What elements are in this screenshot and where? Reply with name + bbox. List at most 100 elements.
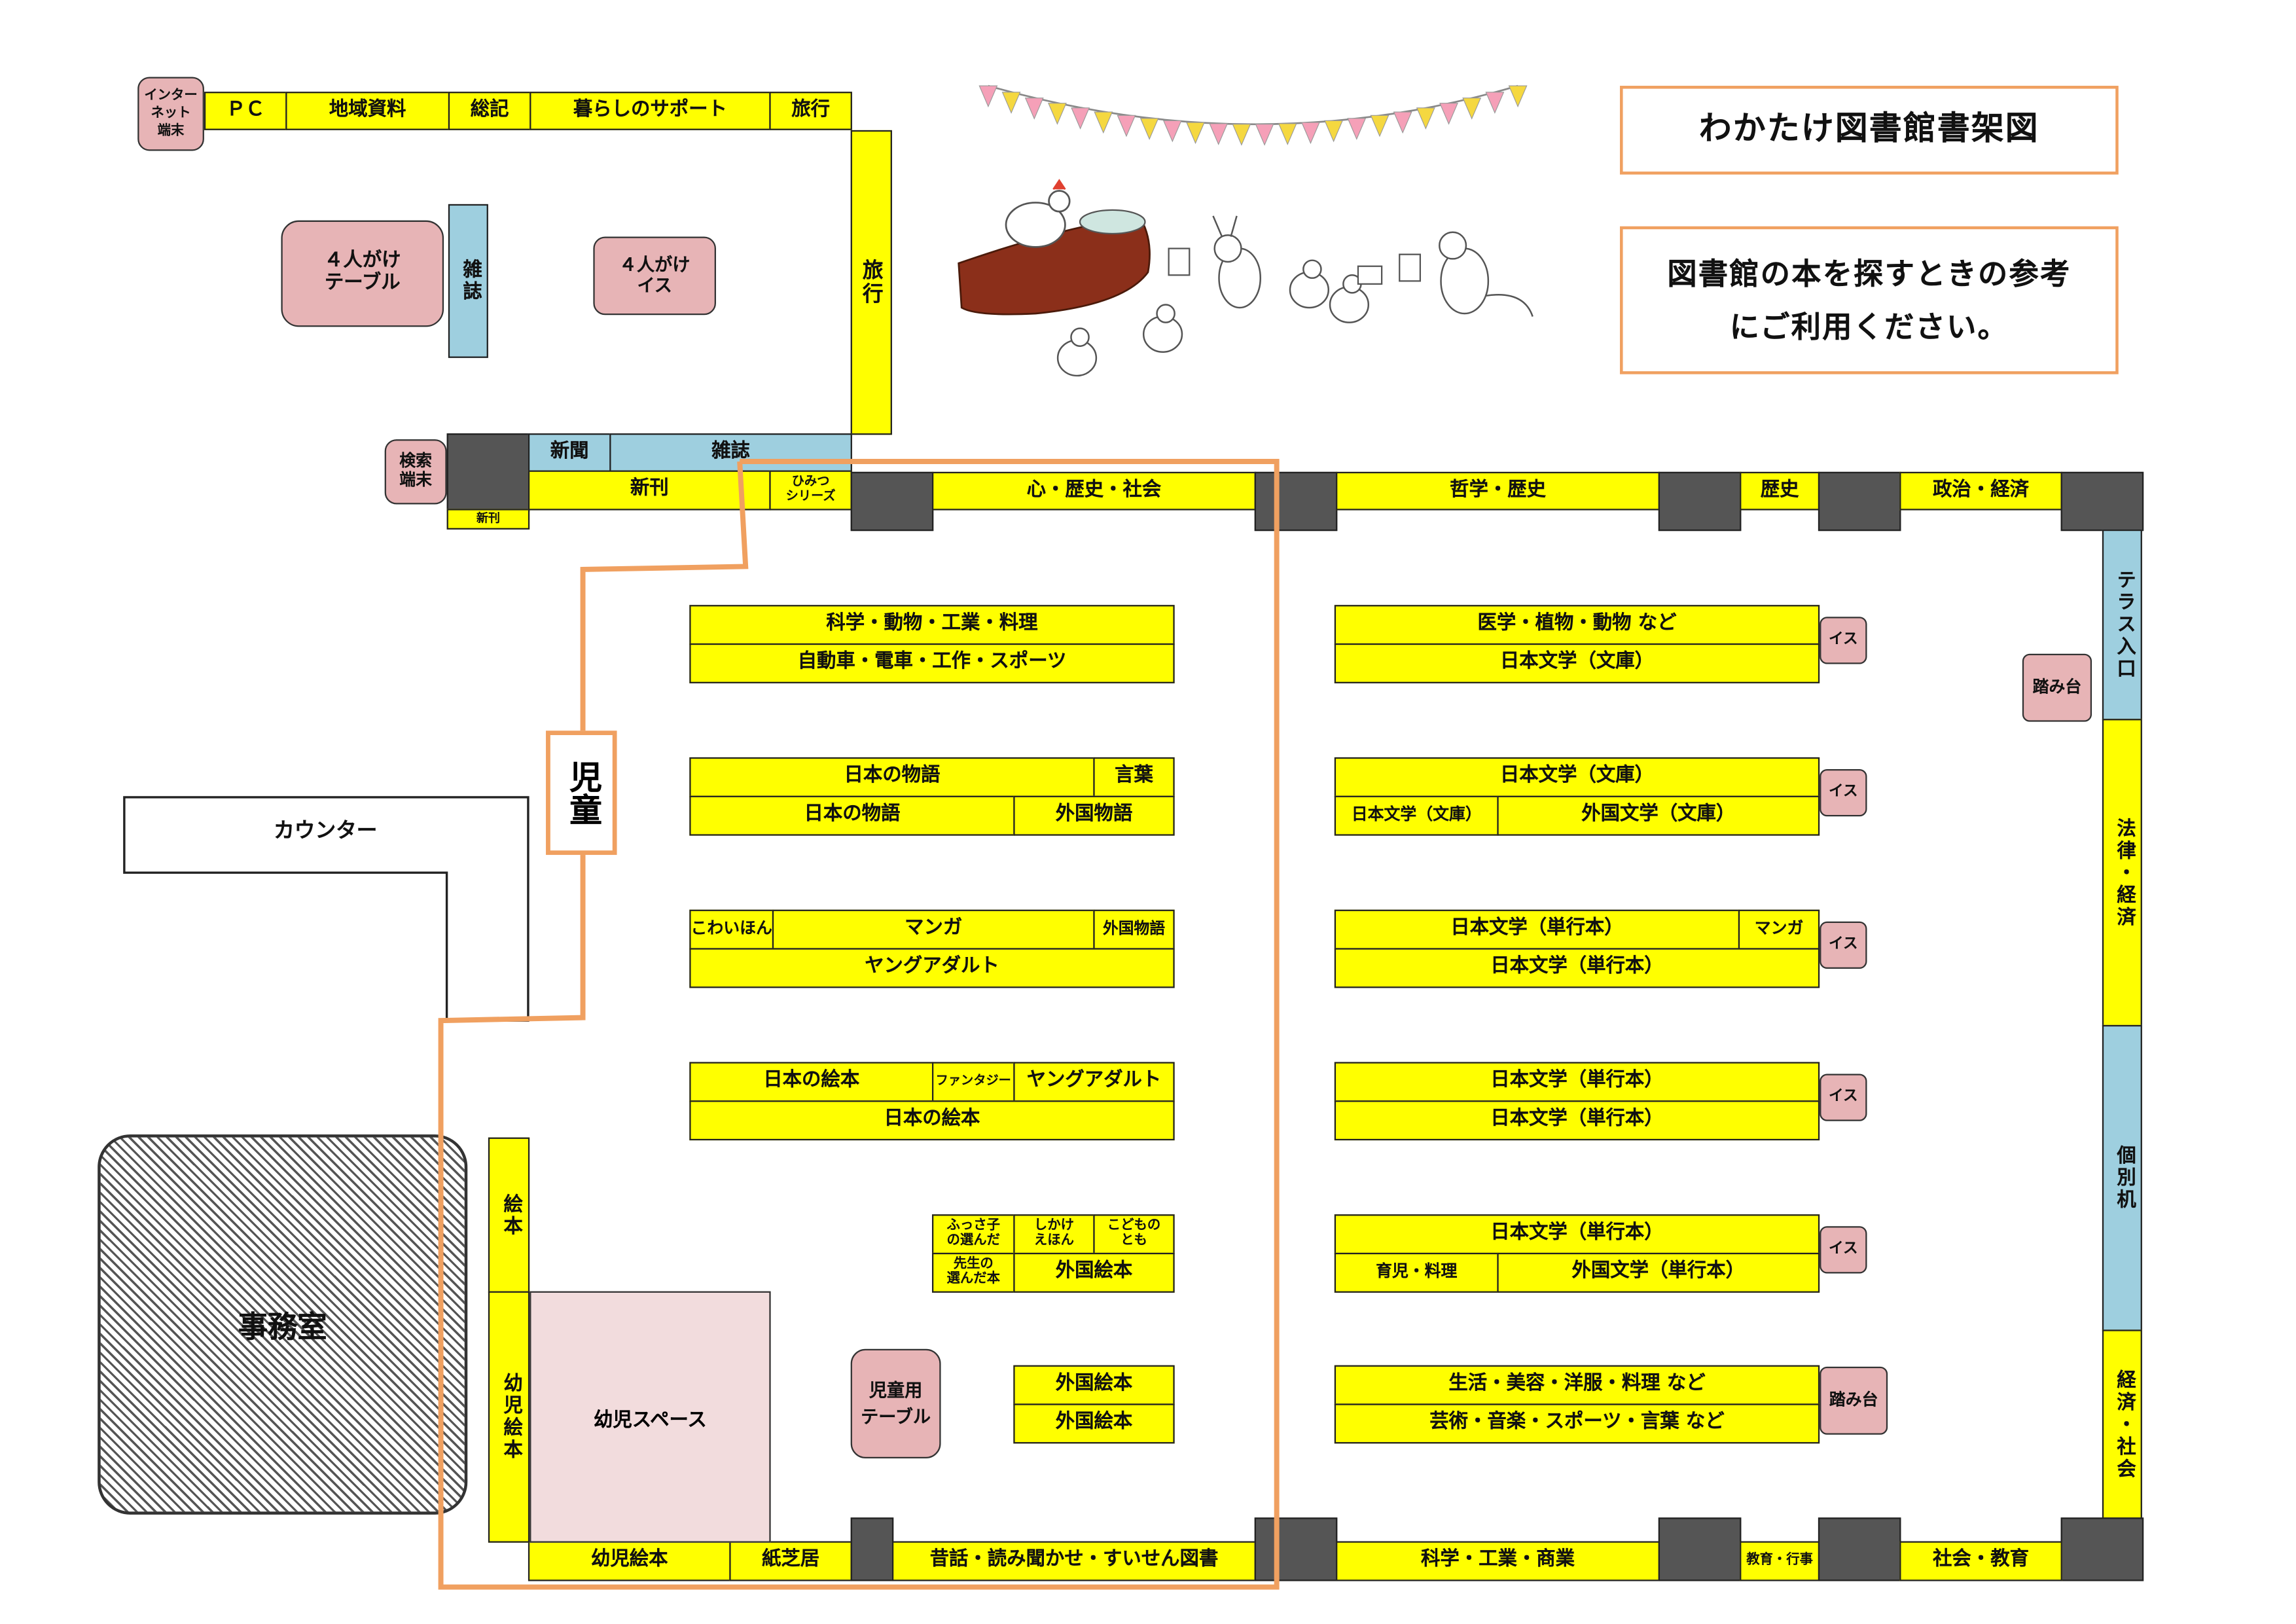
shelf-foreign-picture-3: 外国絵本	[1013, 1403, 1175, 1444]
bunting-flag	[1416, 107, 1435, 130]
shelf-foreign-picture: 外国絵本	[1013, 1252, 1175, 1293]
map-subtitle: 図書館の本を探すときの参考にご利用ください。	[1620, 226, 2119, 374]
chair-4[interactable]: ４人がけ イス	[593, 236, 716, 316]
office-label: 事務室	[238, 1308, 327, 1344]
shelf-cars-sports: 自動車・電車・工作・スポーツ	[689, 643, 1175, 683]
step-stool-right[interactable]: 踏み台	[2022, 653, 2092, 722]
shelf-jp-lit-bunko-3: 日本文学（文庫）	[1334, 795, 1499, 836]
shelf-parenting-cooking: 育児・料理	[1334, 1252, 1499, 1293]
shelf-arts-music: 芸術・音楽・スポーツ・言葉 など	[1334, 1403, 1820, 1444]
shelf-living: 暮らしのサポート	[529, 92, 771, 130]
pillar	[850, 1517, 894, 1581]
shelf-law: 法律・経済	[2102, 719, 2142, 1027]
bunting-flag	[1071, 107, 1090, 130]
chair-3[interactable]: イス	[1820, 921, 1867, 969]
shelf-lifestyle: 生活・美容・洋服・料理 など	[1334, 1365, 1820, 1405]
shelf-infant-books: 幼児絵本	[488, 1291, 530, 1543]
shelf-foreign-lit-bunko: 外国文学（文庫）	[1497, 795, 1820, 836]
shelf-folk-tales: 昔話・読み聞かせ・すいせん図書	[891, 1541, 1256, 1581]
bunting-flag	[1508, 85, 1528, 108]
bunting-flag	[978, 85, 998, 108]
kids-table[interactable]: 児童用 テーブル	[850, 1348, 941, 1458]
chicken-icon	[1005, 179, 1071, 248]
shelf-manga-adult: マンガ	[1738, 909, 1820, 950]
fox-icon	[1439, 231, 1534, 317]
map-title: わかたけ図書館書架図	[1620, 86, 2119, 175]
shelf-jp-lit-tanko-3: 日本文学（単行本）	[1334, 1062, 1820, 1102]
chair-1[interactable]: イス	[1820, 617, 1867, 664]
bunting-flag	[1347, 118, 1367, 140]
shelf-jp-lit-bunko: 日本文学（文庫）	[1334, 643, 1820, 683]
shelf-mind-history: 心・歴史・社会	[931, 471, 1256, 511]
shelf-education-events: 教育・行事	[1740, 1541, 1820, 1581]
bunting-flag	[1139, 118, 1159, 140]
pillar	[1658, 471, 1742, 532]
pillar	[1254, 1517, 1338, 1581]
step-stool-bottom[interactable]: 踏み台	[1820, 1366, 1888, 1435]
chair-2[interactable]: イス	[1820, 768, 1867, 817]
counter-label: カウンター	[274, 819, 378, 843]
search-terminal[interactable]: 検索 端末	[384, 439, 447, 505]
bunting-icon	[978, 85, 1528, 146]
shelf-fantasy: ファンタジー	[931, 1062, 1015, 1102]
bunting-flag	[1001, 92, 1021, 114]
private-desks[interactable]: 個別机	[2102, 1024, 2142, 1331]
bunting-flag	[1301, 122, 1320, 145]
chair-4[interactable]: イス	[1820, 1074, 1867, 1121]
pillar	[1818, 471, 1901, 532]
bunting-flag	[1048, 103, 1067, 125]
bunting-flag	[1278, 123, 1297, 145]
pillar	[2060, 471, 2144, 532]
table-4[interactable]: ４人がけ テーブル	[281, 220, 444, 327]
bunting-flag	[1393, 111, 1412, 134]
bunting-flag	[1324, 120, 1344, 143]
chair-5[interactable]: イス	[1820, 1226, 1867, 1274]
shelf-history: 歴史	[1740, 471, 1820, 511]
shelf-jp-stories: 日本の物語	[689, 757, 1095, 797]
shelf-foreign-stories: 外国物語	[1013, 795, 1175, 836]
shelf-philosophy: 哲学・歴史	[1336, 471, 1660, 511]
office: 事務室	[98, 1134, 468, 1515]
infant-space: 幼児スペース	[529, 1291, 771, 1543]
shelf-himitsu: ひみつ シリーズ	[769, 470, 852, 511]
pillar	[1658, 1517, 1742, 1581]
shelf-manga-kids: マンガ	[772, 909, 1095, 950]
shelf-kodomonotomo: こどもの とも	[1093, 1214, 1175, 1255]
children-area-label: 児童	[546, 731, 617, 856]
shelf-jp-lit-tanko-4: 日本文学（単行本）	[1334, 1100, 1820, 1141]
shelf-infant-picture: 幼児絵本	[528, 1541, 731, 1581]
shelf-jp-lit-tanko-2: 日本文学（単行本）	[1334, 948, 1820, 988]
shelf-young-adult: ヤングアダルト	[689, 948, 1175, 988]
shelf-jp-lit-bunko-2: 日本文学（文庫）	[1334, 757, 1820, 797]
bunting-flag	[1462, 98, 1482, 120]
shelf-travel-vertical: 旅行	[850, 130, 892, 435]
shelf-magazine: 雑誌	[609, 433, 852, 472]
shelf-picture-books: 絵本	[488, 1137, 530, 1293]
shelf-general: 総記	[448, 92, 531, 130]
shelf-travel: 旅行	[769, 92, 852, 130]
pillar	[446, 433, 530, 512]
bunting-flag	[1094, 111, 1113, 134]
terrace-entrance[interactable]: テラス入口	[2102, 529, 2142, 721]
shelf-young-adult-2: ヤングアダルト	[1013, 1062, 1175, 1102]
shelf-medicine-plants: 医学・植物・動物 など	[1334, 605, 1820, 645]
books-icon	[1168, 247, 1422, 285]
shelf-jp-picture-books-2: 日本の絵本	[689, 1100, 1175, 1141]
shelf-kamishibai: 紙芝居	[729, 1541, 852, 1581]
shelf-society-education: 社会・教育	[1899, 1541, 2062, 1581]
bunting-flag	[1485, 92, 1505, 114]
shelf-foreign-lit-tanko: 外国文学（単行本）	[1497, 1252, 1820, 1293]
internet-terminal[interactable]: インター ネット 端末	[137, 77, 204, 151]
rabbit-icon	[1212, 215, 1262, 309]
shelf-foreign-stories-2: 外国物語	[1093, 909, 1175, 950]
bunting-flag	[1255, 124, 1274, 146]
shelf-jp-stories-2: 日本の物語	[689, 795, 1015, 836]
chick-icon	[1056, 259, 1370, 377]
shelf-science-animals: 科学・動物・工業・料理	[689, 605, 1175, 645]
bunting-flag	[1186, 122, 1205, 145]
bunting-flag	[1439, 103, 1458, 125]
shelf-new-small: 新刊	[446, 509, 530, 530]
shelf-econ: 経済・社会	[2102, 1329, 2142, 1519]
